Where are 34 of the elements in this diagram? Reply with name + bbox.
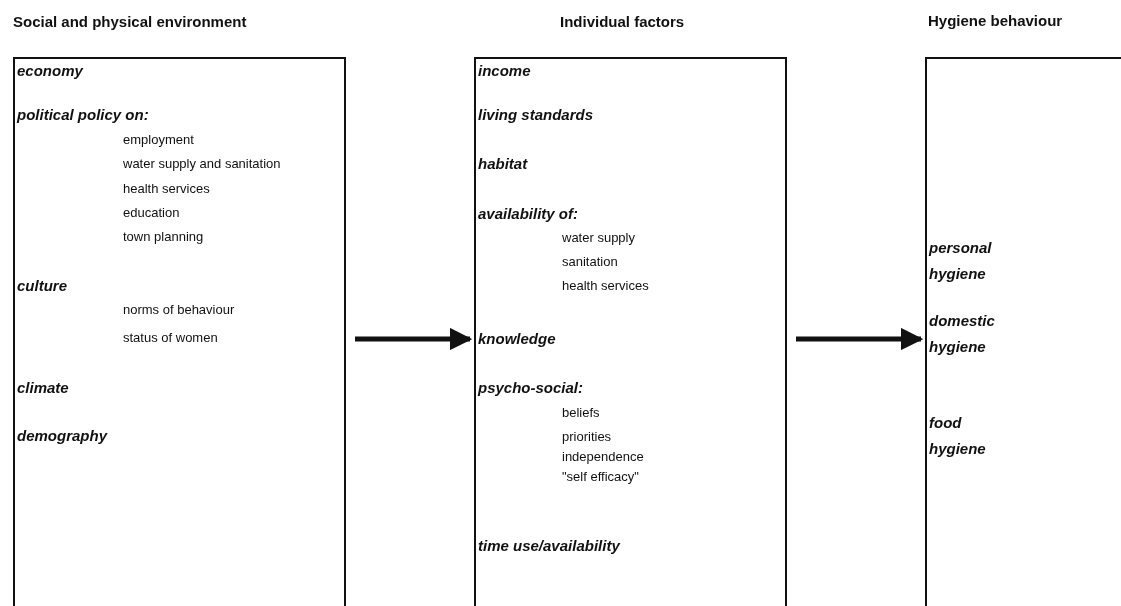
factor-heading: availability of:	[478, 206, 579, 221]
factor-item: health services	[562, 279, 649, 292]
behaviour-item: food hygiene	[929, 413, 987, 459]
factor-item: norms of behaviour	[123, 303, 235, 316]
factor-item: water supply and sanitation	[123, 157, 281, 170]
factor-heading: psycho-social:	[478, 380, 584, 395]
behaviour-item: domestic hygiene	[929, 311, 996, 357]
factor-item: water supply	[562, 231, 635, 244]
factor-item: education	[123, 206, 180, 219]
factor-heading: income	[478, 63, 531, 78]
behaviour-item: personal hygiene	[929, 238, 993, 284]
factor-item: independence	[562, 450, 644, 463]
factor-heading: climate	[17, 380, 69, 395]
factor-heading: time use/availability	[478, 538, 620, 553]
column-heading: Hygiene behaviour	[928, 13, 1063, 28]
arrow	[355, 327, 473, 351]
arrow	[796, 327, 924, 351]
factor-item: status of women	[123, 331, 218, 344]
factor-heading: demography	[17, 428, 107, 443]
factor-item: health services	[123, 182, 210, 195]
factor-item: sanitation	[562, 255, 618, 268]
factor-item: employment	[123, 133, 194, 146]
factor-heading: habitat	[478, 156, 528, 171]
column-heading: Social and physical environment	[13, 14, 247, 29]
factor-heading: culture	[17, 278, 67, 293]
factor-item: town planning	[123, 230, 204, 243]
column-heading: Individual factors	[560, 14, 685, 29]
factor-item: "self efficacy"	[562, 470, 639, 483]
factor-heading: living standards	[478, 107, 594, 122]
factor-heading: knowledge	[478, 331, 556, 346]
factor-heading: political policy on:	[17, 107, 149, 122]
factor-item: priorities	[562, 430, 612, 443]
factor-heading: economy	[17, 63, 83, 78]
factor-item: beliefs	[562, 406, 600, 419]
